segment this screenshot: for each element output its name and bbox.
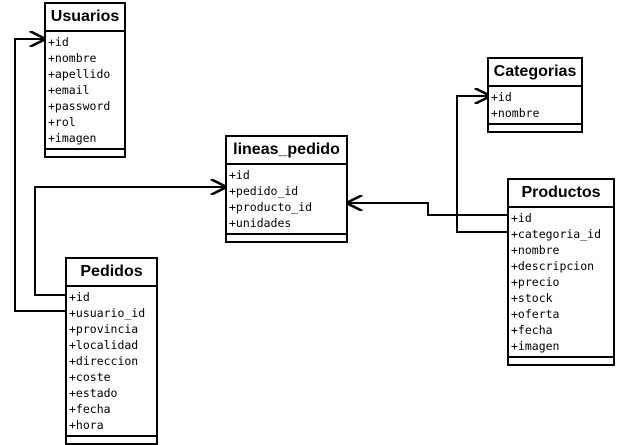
attribute-id: +id [69,290,90,304]
attribute-id: +id [48,35,69,49]
attribute-list: +id +pedido_id +producto_id +unidades [227,165,346,235]
operations-compartment [509,358,613,364]
operations-compartment [489,125,581,131]
class-pedidos[interactable]: Pedidos +id +usuario_id +provincia +loca… [65,257,158,445]
attribute-email: +email [48,83,90,97]
attribute-nombre: +nombre [48,51,97,65]
attribute-usuario-id: +usuario_id [69,306,146,320]
attribute-nombre: +nombre [511,243,560,257]
attribute-list: +id +nombre [489,87,581,125]
class-title: Pedidos [67,259,156,287]
attribute-categoria-id: +categoria_id [511,227,602,241]
attribute-pedido-id: +pedido_id [229,184,299,198]
attribute-nombre: +nombre [491,106,540,120]
attribute-password: +password [48,99,111,113]
attribute-id: +id [491,90,512,104]
attribute-list: +id +usuario_id +provincia +localidad +d… [67,287,156,437]
operations-compartment [67,437,156,443]
class-usuarios[interactable]: Usuarios +id +nombre +apellido +email +p… [44,2,126,158]
class-title: lineas_pedido [227,137,346,165]
attribute-estado: +estado [69,386,118,400]
class-categorias[interactable]: Categorias +id +nombre [487,57,583,133]
attribute-hora: +hora [69,418,104,432]
attribute-apellido: +apellido [48,67,111,81]
attribute-id: +id [511,211,532,225]
relation-productos-lineas-pedido [348,203,509,216]
attribute-list: +id +nombre +apellido +email +password +… [46,32,124,150]
attribute-descripcion: +descripcion [511,259,595,273]
relation-productos-categorias [456,96,509,233]
attribute-rol: +rol [48,115,76,129]
class-lineas-pedido[interactable]: lineas_pedido +id +pedido_id +producto_i… [225,135,348,243]
operations-compartment [46,150,124,156]
attribute-coste: +coste [69,370,111,384]
attribute-fecha: +fecha [511,323,553,337]
attribute-producto-id: +producto_id [229,200,313,214]
attribute-fecha: +fecha [69,402,111,416]
attribute-localidad: +localidad [69,338,139,352]
class-title: Usuarios [46,4,124,32]
class-productos[interactable]: Productos +id +categoria_id +nombre +des… [507,178,615,366]
attribute-imagen: +imagen [48,131,97,145]
attribute-list: +id +categoria_id +nombre +descripcion +… [509,208,613,358]
class-title: Categorias [489,59,581,87]
attribute-stock: +stock [511,291,553,305]
relation-pedidos-usuarios [14,39,67,312]
relation-pedidos-lineas-pedido [34,187,225,296]
attribute-direccion: +direccion [69,354,139,368]
attribute-unidades: +unidades [229,216,292,230]
attribute-id: +id [229,168,250,182]
attribute-oferta: +oferta [511,307,560,321]
operations-compartment [227,235,346,241]
attribute-imagen: +imagen [511,339,560,353]
attribute-provincia: +provincia [69,322,139,336]
attribute-precio: +precio [511,275,560,289]
class-title: Productos [509,180,613,208]
